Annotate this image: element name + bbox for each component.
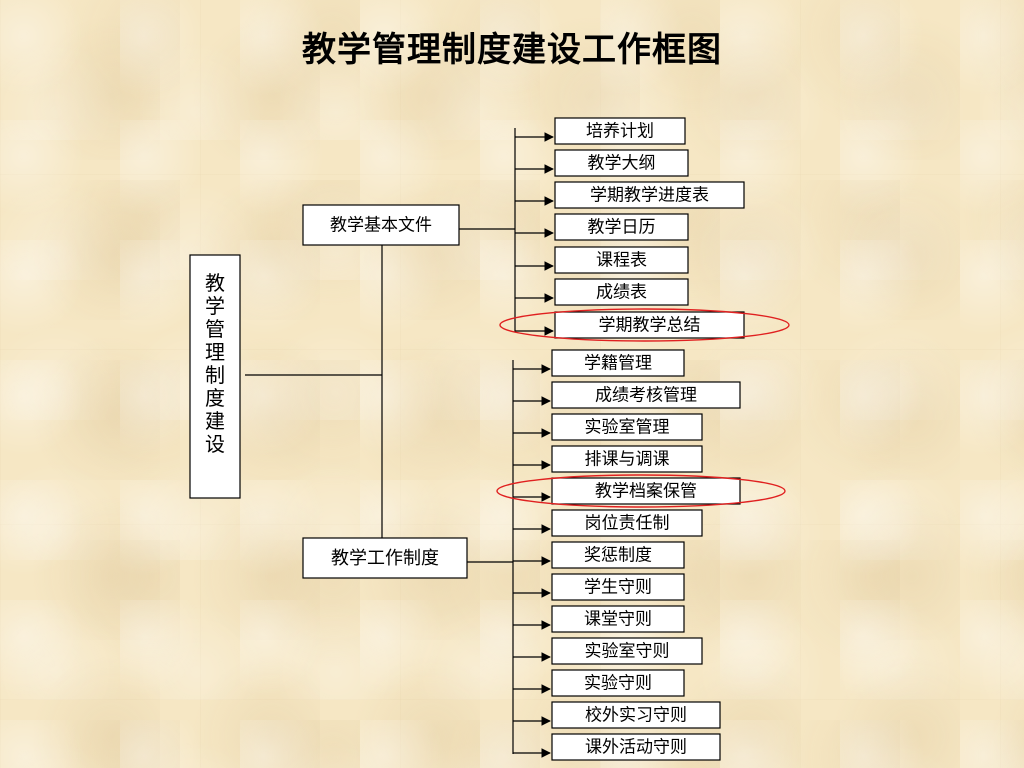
item-node-box xyxy=(554,311,745,339)
group-node-2: 教学工作制度 xyxy=(302,537,468,579)
item-node: 课外活动守则 xyxy=(551,733,721,761)
highlight-ellipse xyxy=(496,474,786,508)
item-node-box xyxy=(551,669,685,697)
item-node: 学期教学进度表 xyxy=(554,181,745,209)
item-node: 排课与调课 xyxy=(551,445,703,473)
item-node: 校外实习守则 xyxy=(551,701,721,729)
root-char: 建 xyxy=(205,409,225,433)
root-char: 教 xyxy=(205,271,225,295)
item-node-box xyxy=(551,541,685,569)
item-node-box xyxy=(551,349,685,377)
item-node-box xyxy=(554,278,689,306)
group-node-1-box xyxy=(302,204,460,246)
root-char: 学 xyxy=(205,294,225,318)
group-node-1-label: 教学基本文件 xyxy=(330,216,432,236)
item-node: 学生守则 xyxy=(551,573,685,601)
item-node-label: 实验室管理 xyxy=(585,418,670,438)
item-node-label: 教学大纲 xyxy=(588,154,656,174)
item-node-label: 课堂守则 xyxy=(584,610,652,630)
diagram-nodes: 教学管理制度建设 教学基本文件 培养计划教学大纲学期教学进度表教学日历课程表成绩表学… xyxy=(189,117,745,761)
item-node-box xyxy=(554,181,745,209)
root-char: 制 xyxy=(205,363,225,387)
item-node: 实验守则 xyxy=(551,669,685,697)
item-node-box xyxy=(551,381,741,409)
root-char: 度 xyxy=(205,386,225,410)
item-node: 奖惩制度 xyxy=(551,541,685,569)
item-node-label: 校外实习守则 xyxy=(585,706,687,726)
item-node-box xyxy=(551,413,703,441)
group-node-1: 教学基本文件 xyxy=(302,204,460,246)
item-node: 成绩考核管理 xyxy=(551,381,741,409)
group-node-2-box xyxy=(302,537,468,579)
item-node-label: 实验室守则 xyxy=(585,642,670,662)
item-node-box xyxy=(554,213,689,241)
item-node-box xyxy=(551,573,685,601)
item-node: 学籍管理 xyxy=(551,349,685,377)
highlight-ellipse xyxy=(499,308,790,342)
item-node-box xyxy=(551,509,703,537)
item-node-label: 岗位责任制 xyxy=(585,514,670,534)
item-node: 教学日历 xyxy=(554,213,689,241)
item-node-box xyxy=(554,117,686,145)
item-node-label: 成绩考核管理 xyxy=(595,386,697,406)
item-node: 实验室守则 xyxy=(551,637,703,665)
item-node-label: 教学日历 xyxy=(588,218,656,238)
item-node: 成绩表 xyxy=(554,278,689,306)
item-node-label: 成绩表 xyxy=(596,283,647,303)
item-node: 岗位责任制 xyxy=(551,509,703,537)
item-node: 培养计划 xyxy=(554,117,686,145)
connector-lines xyxy=(245,128,554,758)
item-node-label: 奖惩制度 xyxy=(584,546,652,566)
item-node-label: 课外活动守则 xyxy=(585,738,687,758)
root-char: 理 xyxy=(205,340,225,364)
root-char: 管 xyxy=(205,317,225,341)
item-node-label: 学期教学总结 xyxy=(599,316,701,336)
item-node-label: 培养计划 xyxy=(586,122,654,142)
item-node-box xyxy=(551,701,721,729)
item-node: 实验室管理 xyxy=(551,413,703,441)
item-node: 教学档案保管 xyxy=(551,477,741,505)
item-node-box xyxy=(551,637,703,665)
item-node-box xyxy=(554,246,689,274)
item-node-box xyxy=(554,149,689,177)
item-node: 教学大纲 xyxy=(554,149,689,177)
item-node: 课程表 xyxy=(554,246,689,274)
item-node-box xyxy=(551,445,703,473)
item-node-label: 实验守则 xyxy=(584,674,652,694)
item-node-box xyxy=(551,733,721,761)
root-char: 设 xyxy=(205,432,225,456)
item-node: 课堂守则 xyxy=(551,605,685,633)
item-node-label: 学籍管理 xyxy=(584,354,652,374)
item-node-label: 教学档案保管 xyxy=(595,482,697,502)
item-node-label: 学期教学进度表 xyxy=(590,186,709,206)
page-title: 教学管理制度建设工作框图 xyxy=(302,30,722,70)
group-node-2-label: 教学工作制度 xyxy=(331,548,439,569)
item-node: 学期教学总结 xyxy=(554,311,745,339)
item-node-box xyxy=(551,477,741,505)
item-node-label: 课程表 xyxy=(596,251,647,271)
item-node-box xyxy=(551,605,685,633)
root-node-label: 教学管理制度建设 xyxy=(205,271,225,456)
item-node-label: 排课与调课 xyxy=(585,450,670,470)
root-node-box xyxy=(189,254,241,499)
highlight-ellipses xyxy=(496,308,790,508)
root-node: 教学管理制度建设 xyxy=(189,254,241,499)
item-node-label: 学生守则 xyxy=(584,578,652,598)
